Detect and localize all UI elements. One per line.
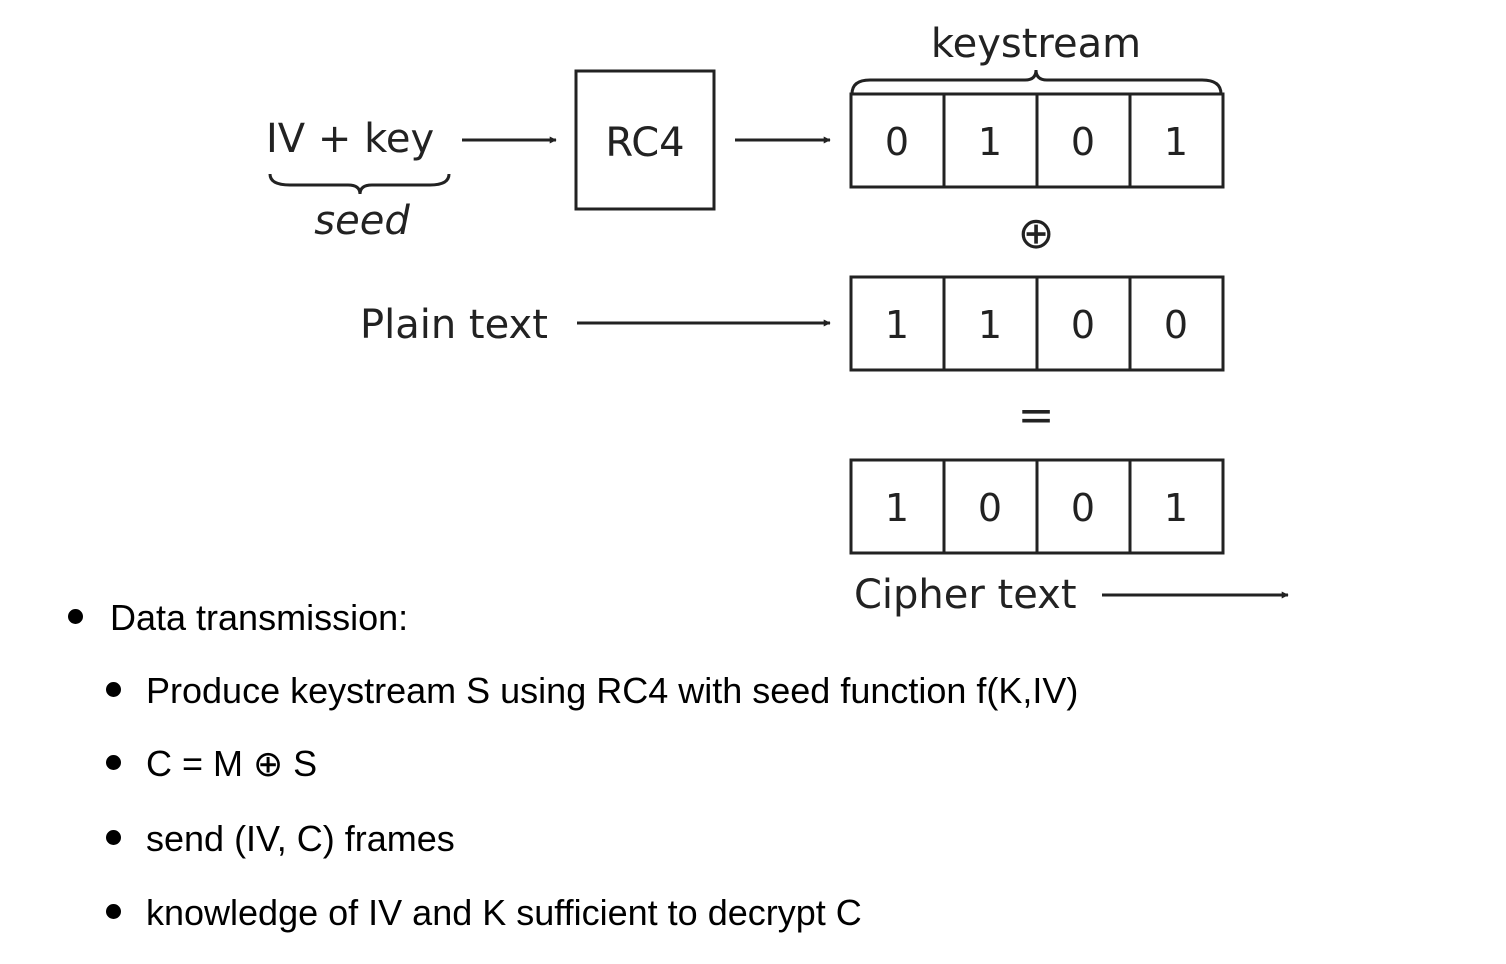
ciphertext-bit: 1 — [1164, 486, 1188, 530]
seed-label: seed — [314, 198, 410, 244]
rc4-label: RC4 — [605, 120, 684, 166]
ciphertext-label: Cipher text — [854, 572, 1077, 618]
xor-symbol: ⊕ — [1018, 208, 1055, 259]
equals-symbol: = — [1018, 390, 1055, 441]
bullet-main-text: Data transmission: — [110, 597, 409, 638]
bullet-sub-text: Produce keystream S using RC4 with seed … — [146, 670, 1079, 711]
ciphertext-bit: 0 — [978, 486, 1002, 530]
bullet-dot — [68, 609, 83, 624]
keystream-bit: 0 — [885, 120, 909, 164]
ciphertext-bits-row: 1 0 0 1 — [849, 458, 1225, 555]
bit-cell — [942, 92, 1039, 189]
bit-cell — [942, 275, 1039, 372]
plaintext-label: Plain text — [360, 302, 548, 348]
bit-cell — [849, 92, 946, 189]
plaintext-bits-row: 1 1 0 0 — [849, 275, 1225, 372]
seed-brace — [268, 173, 451, 195]
bullet-dot — [106, 682, 121, 697]
bullet-sub-text: C = M ⊕ S — [146, 743, 318, 784]
plaintext-bit: 0 — [1164, 303, 1188, 347]
bullet-dot — [106, 830, 121, 845]
keystream-bits-row: 0 1 0 1 — [849, 92, 1225, 189]
keystream-bit: 0 — [1071, 120, 1095, 164]
bit-cell — [942, 458, 1039, 555]
bit-cell — [1128, 92, 1225, 189]
bit-cell — [1128, 458, 1225, 555]
bit-cell — [1128, 275, 1225, 372]
bullet-sub-text: send (IV, C) frames — [146, 818, 455, 859]
bullet-sub-text: knowledge of IV and K sufficient to decr… — [146, 892, 862, 933]
keystream-brace — [850, 69, 1223, 95]
bit-cell — [1035, 458, 1132, 555]
plaintext-bit: 0 — [1071, 303, 1095, 347]
keystream-bit: 1 — [978, 120, 1002, 164]
input-label: IV + key — [266, 116, 434, 162]
bit-cell — [849, 458, 946, 555]
bullet-dot — [106, 904, 121, 919]
bullet-dot — [106, 755, 121, 770]
ciphertext-bit: 1 — [885, 486, 909, 530]
plaintext-bit: 1 — [978, 303, 1002, 347]
rc4-box — [574, 69, 716, 211]
plaintext-bit: 1 — [885, 303, 909, 347]
keystream-bit: 1 — [1164, 120, 1188, 164]
ciphertext-bit: 0 — [1071, 486, 1095, 530]
keystream-label: keystream — [931, 21, 1141, 67]
